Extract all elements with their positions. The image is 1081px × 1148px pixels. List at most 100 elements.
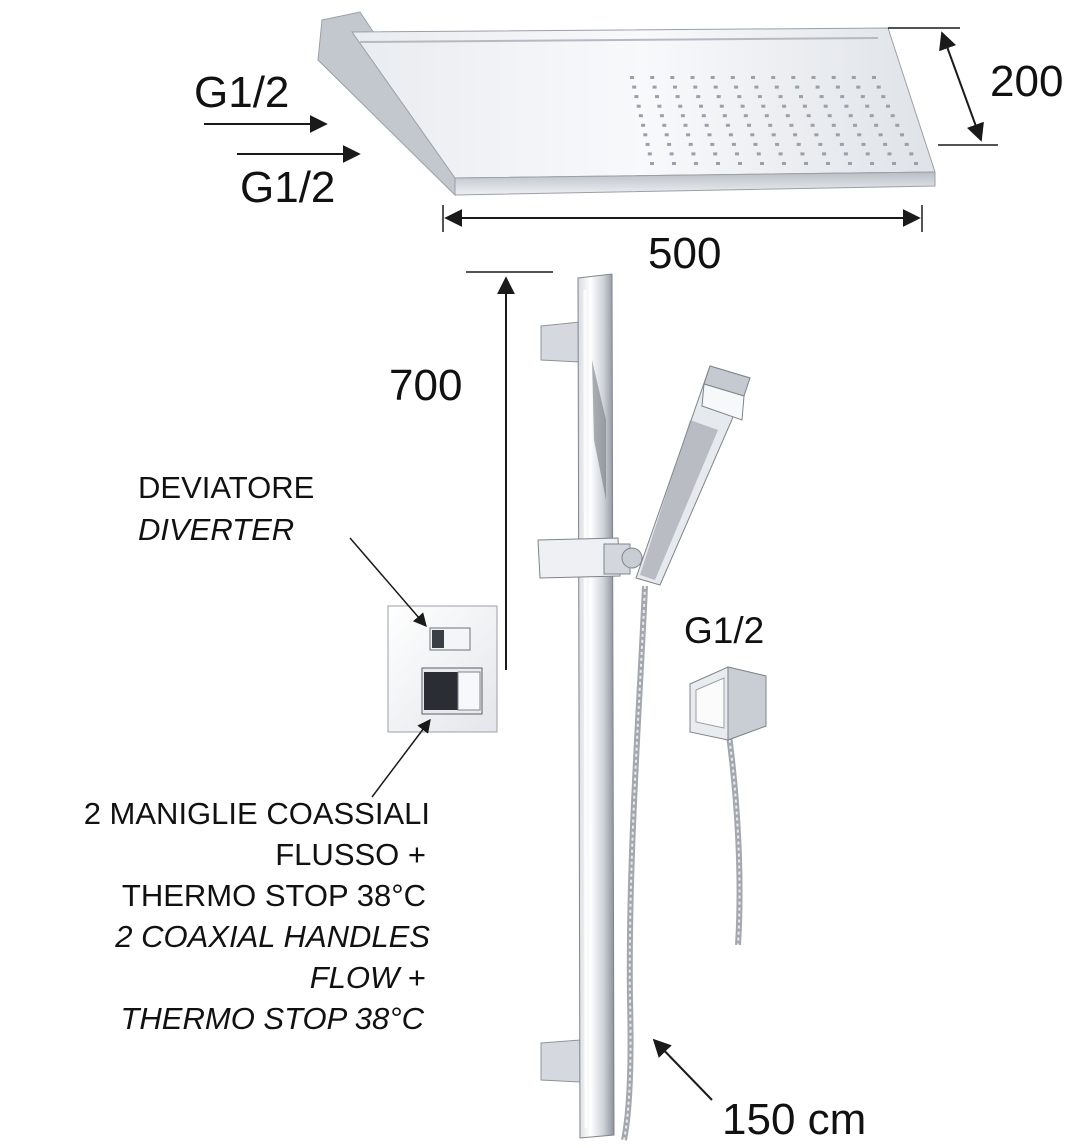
nozzle-hole: [672, 162, 676, 165]
nozzle-hole: [655, 95, 659, 99]
nozzle-hole: [725, 123, 730, 127]
handles-en-plus: +: [399, 960, 426, 995]
nozzle-hole: [710, 76, 715, 79]
width-label: 500: [648, 229, 722, 278]
nozzle-hole: [874, 123, 879, 127]
nozzle-hole: [699, 104, 703, 108]
nozzle-hole: [835, 85, 840, 89]
diverter-label-it: DEVIATORE: [138, 470, 315, 505]
nozzle-hole: [827, 114, 832, 118]
nozzle-hole: [819, 95, 824, 99]
nozzle-hole: [844, 104, 849, 108]
handles-en-line2: FLOW +: [84, 962, 430, 1003]
nozzle-hole: [795, 85, 800, 89]
nozzle-hole: [696, 95, 701, 99]
nozzle-hole: [782, 104, 787, 108]
nozzle-hole: [865, 152, 870, 156]
nozzle-hole: [638, 114, 643, 118]
nozzle-hole: [659, 114, 664, 118]
nozzle-hole: [701, 114, 706, 118]
nozzle-hole: [764, 114, 769, 118]
nozzle-hole: [860, 95, 865, 99]
hose-length-leader: [652, 1038, 713, 1101]
nozzle-hole: [870, 162, 874, 165]
nozzle-hole: [900, 133, 904, 137]
nozzle-hole: [789, 123, 794, 127]
nozzle-hole: [848, 162, 852, 165]
nozzle-hole: [722, 114, 727, 118]
nozzle-hole: [771, 133, 776, 137]
nozzle-hole: [865, 104, 870, 108]
nozzle-hole: [632, 85, 637, 89]
nozzle-hole: [848, 114, 853, 118]
nozzle-hole: [853, 123, 857, 127]
nozzle-hole: [887, 152, 892, 156]
hand-shower: [635, 365, 751, 586]
nozzle-hole: [895, 123, 900, 127]
shower-nozzles: [630, 76, 918, 165]
nozzle-hole: [768, 123, 773, 127]
nozzle-hole: [886, 104, 890, 108]
handles-it-line2: FLUSSO +: [84, 839, 430, 880]
nozzle-hole: [818, 142, 823, 146]
nozzle-hole: [892, 162, 896, 165]
depth-label: 200: [990, 57, 1064, 106]
handles-caption: 2 MANIGLIE COASSIALI FLUSSO + THERMO STO…: [84, 798, 430, 1044]
nozzle-hole: [743, 114, 748, 118]
inlet-bottom-label: G1/2: [240, 163, 336, 212]
shower-hose: [621, 585, 648, 1141]
nozzle-hole: [760, 162, 764, 165]
nozzle-hole: [757, 95, 762, 99]
nozzle-hole: [815, 85, 820, 89]
diverter-leader: [349, 537, 427, 628]
nozzle-hole: [861, 142, 866, 146]
diverter-label-en: DIVERTER: [138, 512, 295, 547]
nozzle-hole: [857, 133, 862, 137]
slide-bar: [537, 273, 643, 1139]
nozzle-hole: [799, 95, 803, 99]
nozzle-hole: [693, 85, 698, 89]
hose-length-label: 150 cm: [722, 1095, 867, 1144]
nozzle-hole: [662, 123, 667, 127]
wall-outlet: [689, 666, 767, 741]
nozzle-hole: [634, 95, 639, 99]
handles-it-line3: THERMO STOP 38°C: [121, 878, 426, 913]
handles-en-line1: 2 COAXIAL HANDLES: [115, 919, 430, 954]
nozzle-hole: [761, 104, 766, 108]
handles-en-flow: FLOW: [309, 960, 400, 995]
nozzle-hole: [704, 123, 709, 127]
nozzle-hole: [664, 133, 669, 137]
nozzle-hole: [713, 152, 718, 156]
nozzle-hole: [730, 76, 735, 79]
nozzle-hole: [756, 152, 761, 156]
nozzle-hole: [750, 133, 755, 137]
outlet-label: G1/2: [684, 610, 765, 651]
nozzle-hole: [713, 85, 718, 89]
handles-it-line1: 2 MANIGLIE COASSIALI: [83, 796, 430, 831]
nozzle-hole: [876, 85, 881, 89]
thermostatic-mixer: [387, 605, 498, 733]
nozzle-hole: [686, 133, 691, 137]
nozzle-hole: [804, 162, 808, 165]
nozzle-hole: [822, 152, 827, 156]
nozzle-hole: [710, 142, 715, 146]
nozzle-hole: [869, 114, 874, 118]
overhead-shower-head: [317, 11, 936, 197]
nozzle-hole: [793, 133, 798, 137]
nozzle-hole: [716, 95, 721, 99]
nozzle-hole: [851, 76, 856, 79]
nozzle-hole: [843, 152, 848, 156]
nozzle-hole: [826, 162, 830, 165]
nozzle-hole: [650, 76, 655, 79]
nozzle-hole: [775, 142, 780, 146]
nozzle-hole: [691, 152, 696, 156]
nozzle-hole: [683, 123, 688, 127]
nozzle-hole: [771, 76, 776, 79]
nozzle-hole: [650, 162, 654, 165]
nozzle-hole: [643, 133, 648, 137]
nozzle-hole: [909, 152, 914, 156]
nozzle-hole: [669, 152, 674, 156]
nozzle-hole: [707, 133, 712, 137]
